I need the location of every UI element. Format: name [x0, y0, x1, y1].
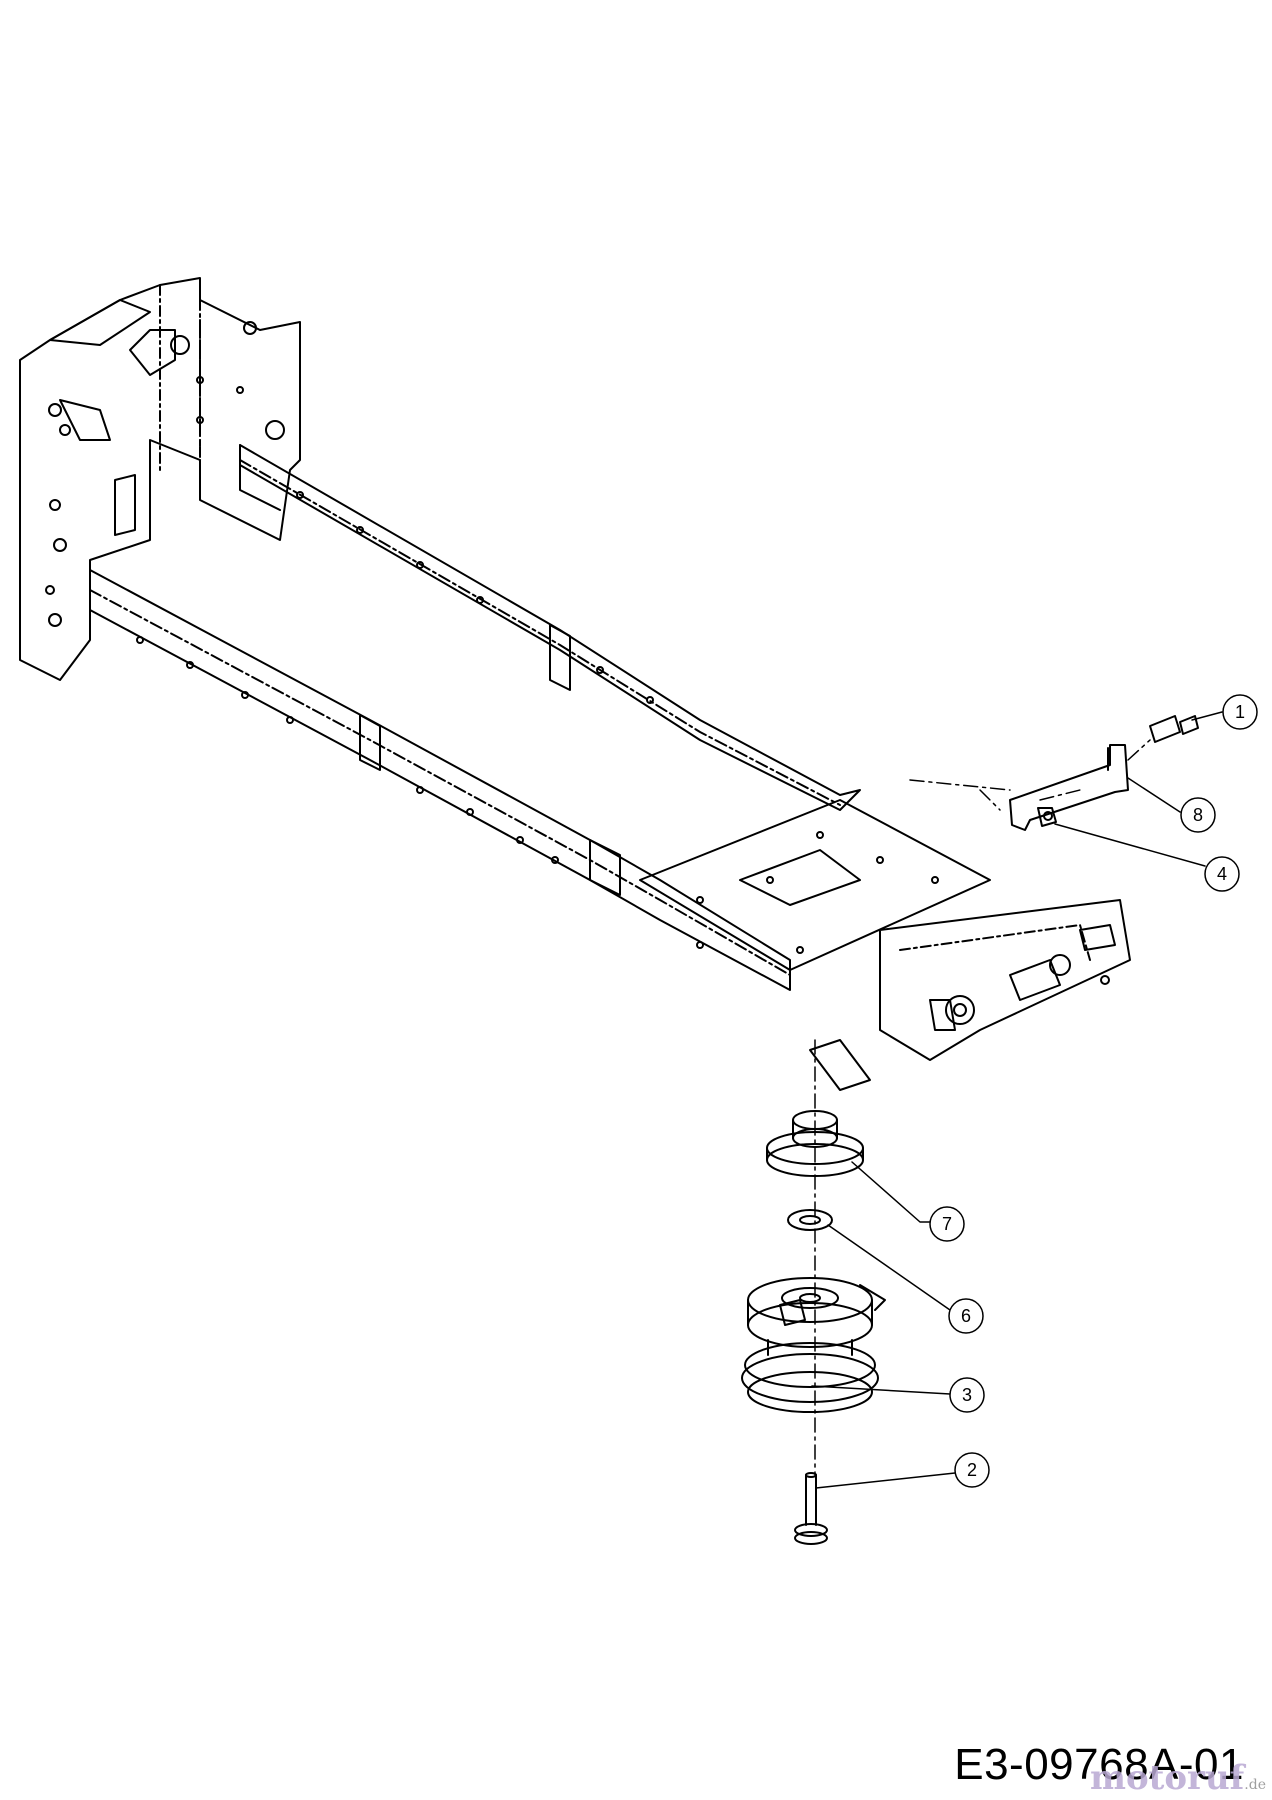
- callout-bubble-3: [949, 1377, 985, 1413]
- front-bracket: [879, 899, 1131, 1061]
- part-bracket: [1009, 744, 1129, 831]
- callout-6: 6: [827, 1224, 984, 1334]
- callout-number-4: 4: [1217, 864, 1227, 884]
- right-frame-rail: [239, 444, 861, 811]
- callout-number-2: 2: [967, 1460, 977, 1480]
- callout-number-6: 6: [961, 1306, 971, 1326]
- leader-line-3: [811, 1385, 951, 1395]
- left-frame-rail: [89, 569, 791, 991]
- leader-line-2: [815, 1472, 956, 1489]
- callout-2: 2: [815, 1452, 990, 1489]
- part-bolt-small: [1149, 715, 1199, 743]
- rear-upright-panel: [19, 277, 301, 681]
- callout-bubble-1: [1222, 694, 1258, 730]
- callout-number-7: 7: [942, 1214, 952, 1234]
- document-code: E3-09768A-01: [954, 1740, 1244, 1789]
- callout-bubble-4: [1204, 856, 1240, 892]
- callout-bubble-2: [954, 1452, 990, 1488]
- callout-bubble-6: [948, 1298, 984, 1334]
- callout-number-1: 1: [1235, 702, 1245, 722]
- callout-bubble-7: [929, 1206, 965, 1242]
- leader-line-8: [1127, 777, 1181, 813]
- watermark-logo: motoruf.de: [1090, 1758, 1266, 1798]
- callout-number-8: 8: [1193, 805, 1203, 825]
- frame-tab: [809, 1039, 871, 1091]
- callout-4: 4: [1054, 823, 1240, 892]
- watermark-text: motoruf: [1090, 1758, 1245, 1798]
- frame-assembly: [19, 277, 1131, 1091]
- part-bolt-long: [794, 1472, 828, 1545]
- callout-3: 3: [811, 1377, 985, 1413]
- leader-line-7: [851, 1161, 931, 1223]
- callout-7: 7: [851, 1161, 965, 1242]
- assembly-centerlines: [814, 739, 1151, 1476]
- callout-number-3: 3: [962, 1385, 972, 1405]
- watermark-tld: .de: [1244, 1777, 1266, 1793]
- part-pto-clutch: [741, 1277, 886, 1413]
- leader-line-6: [827, 1224, 951, 1311]
- axle-mounting-plate: [639, 799, 991, 971]
- callout-8: 8: [1127, 777, 1216, 833]
- part-clip-nut: [1037, 807, 1057, 827]
- callout-1: 1: [1191, 694, 1258, 730]
- leader-line-4: [1054, 823, 1206, 867]
- leader-line-1: [1191, 711, 1223, 721]
- callout-bubble-8: [1180, 797, 1216, 833]
- part-washer: [787, 1209, 833, 1231]
